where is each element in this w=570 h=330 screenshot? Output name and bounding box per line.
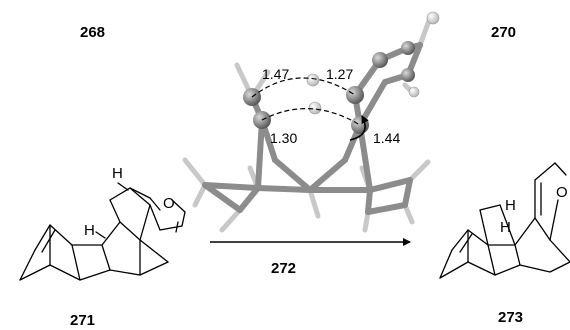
distance-label-4: 1.44 — [373, 130, 400, 146]
atom-label-h-lower: H — [84, 222, 95, 239]
distance-label-2: 1.27 — [326, 66, 353, 82]
compound-label-271: 271 — [70, 312, 95, 329]
structure-271: H H O — [19, 165, 186, 281]
curved-arrow — [349, 115, 369, 141]
transition-state-model: 1.47 1.27 1.30 1.44 — [182, 11, 440, 233]
atom-label-h-lower-273: H — [500, 219, 511, 236]
compound-label-273: 273 — [498, 309, 523, 326]
distance-label-3: 1.30 — [270, 130, 297, 146]
compound-label-268: 268 — [80, 24, 105, 41]
atom-label-h-upper: H — [112, 165, 123, 182]
compound-label-270: 270 — [491, 24, 516, 41]
distance-label-1: 1.47 — [262, 66, 289, 82]
forming-bonds — [251, 77, 361, 126]
structure-273: H H O — [439, 162, 570, 279]
atom-label-o-273: O — [556, 184, 568, 201]
compound-label-272: 272 — [271, 260, 296, 277]
atom-label-h-upper-273: H — [505, 197, 516, 214]
atom-label-o-271: O — [163, 195, 175, 212]
